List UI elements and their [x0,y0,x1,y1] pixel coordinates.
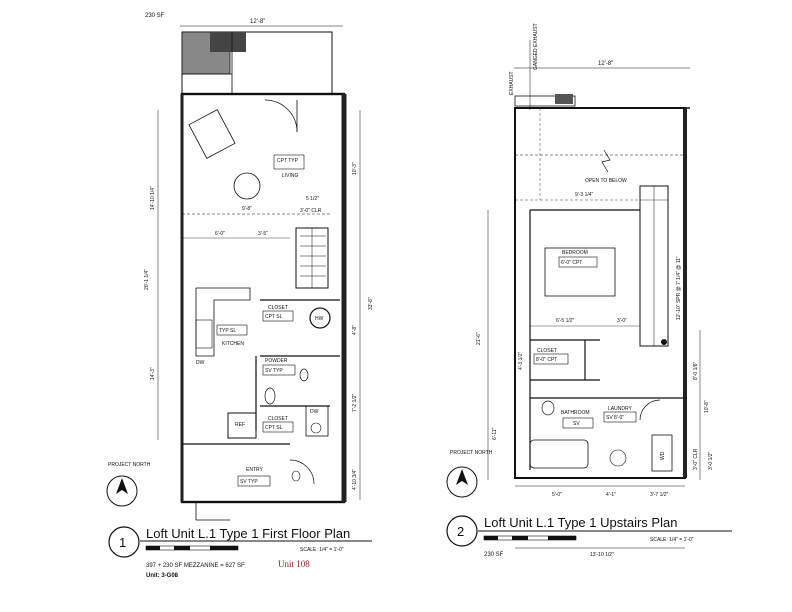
room-bathroom: BATHROOM [561,410,590,416]
note-ganged-exhaust: GANGED EXHAUST [533,23,539,70]
dim-l1: 21'-6" [476,332,482,345]
dim-r2-2: 10'-8" [704,400,710,413]
room-kitchen: KITCHEN [222,341,244,347]
first-floor-plan: 230 SF 12'-8" LIVING CPT TYP 9'-8" 5 1/2… [106,13,374,521]
dim-b1: 5'-0" [552,492,562,498]
plan2-title: Loft Unit L.1 Type 1 Upstairs Plan [484,515,677,530]
dim-h3: 3'-0" CLR [300,208,322,214]
dim-r4: 7'-2 1/2" [352,393,358,412]
dim-r1: 10'-3" [352,162,358,175]
dim-b2: 4'-1" [606,492,616,498]
plan2-number-circle [446,515,478,547]
dim-h1: 9'-8" [242,206,252,212]
dw-label: DW [196,360,205,366]
room-closet-2: CLOSET [537,348,557,354]
note-open-to-below: OPEN TO BELOW [585,178,627,184]
plan1-unit-code: Unit: 3-G08 [146,573,179,579]
plan1-north-label: PROJECT NORTH [108,462,151,468]
bathtub [529,439,589,469]
upstairs-plan: GANGED EXHAUST EXHAUST 12'-8" OPEN TO BE… [446,23,714,498]
dim-b4: 13'-10 1/2" [590,552,614,558]
bedroom-tag: 6'-0" CPT [561,260,582,266]
plan1-number-circle [108,526,140,558]
room-bedroom: BEDROOM [562,250,588,256]
dim-l2: 4'-3 1/2" [518,351,524,370]
laundry-tag: SV 8'-0" [606,415,624,421]
living-table [233,172,261,200]
powder-tag: SV TYP [265,368,283,374]
dim-h5: 3'-5" [258,231,268,237]
plan1-title-block: 1 Loft Unit L.1 Type 1 First Floor Plan … [108,526,372,579]
wd-label: WD [660,451,666,460]
dim-w1: 9'-3 1/4" [575,192,594,198]
bed [544,247,616,297]
dim-r1-2: 8'-0 1/8" [693,361,699,380]
plan1-dim-top: 12'-8" [250,19,265,25]
entry-tag: SV TYP [240,479,258,485]
note-stair: 12'-10" SPR @ 7' 1/4" @ 11" [676,256,682,320]
dim-d1: 14'-10 1/4" [150,186,156,210]
plan2-number: 2 [457,524,464,539]
dim-d3: 14'-3" [150,367,156,380]
room-closet-lower: CLOSET [268,416,288,422]
dim-w2: 6'-5 1/2" [556,318,575,324]
plan1-scale: SCALE: 1/4" = 1'-0" [300,547,344,553]
dim-r3-2: 3'-0 1/2" [708,451,714,470]
north-arrow-icon-2 [446,466,478,498]
plan1-unit-label: Unit 108 [278,559,310,569]
washer-dryer [651,434,673,472]
closet-lower-tag: CPT SL [265,425,283,431]
hw-label: HW [315,316,324,322]
bathroom-tag: SV [573,421,580,427]
plan2-area-label: 230 SF [484,552,504,558]
dim-l3: 6'-11" [492,427,498,440]
plan1-area-summary: 397 + 230 SF MEZZANINE = 627 SF [146,563,245,569]
dw2-label: DW [310,409,319,415]
plan1-area-label: 230 SF [145,13,165,19]
plan1-outer-wall [180,92,346,504]
room-entry: ENTRY [246,467,264,473]
ref-label: REF [235,422,245,428]
dim-b3: 3'-7 1/2" [650,492,669,498]
plan1-title: Loft Unit L.1 Type 1 First Floor Plan [146,526,350,541]
dim-r2: 33'-8" [368,297,374,310]
plan2-title-block: 2 Loft Unit L.1 Type 1 Upstairs Plan SCA… [446,515,732,558]
refrigerator [227,412,257,439]
room-laundry: LAUNDRY [608,406,632,412]
room-living: LIVING [282,173,299,179]
closet-tag-2: 8'-0" CPT [536,357,557,363]
room-closet-upper: CLOSET [268,305,288,311]
dim-w3: 3'-0" [617,318,627,324]
dim-r3: 4'-8" [352,325,358,335]
plan2-scale: SCALE: 1/4" = 1'-0" [650,537,694,543]
dim-r5: 4'-10 3/4" [352,469,358,490]
north-arrow-icon [106,475,138,507]
living-tag: CPT TYP [277,158,299,164]
plan1-number: 1 [119,535,126,550]
kitchen-tag: TYP SL [219,328,236,334]
plan2-outer-wall [514,107,686,479]
plan2-north-label: PROJECT NORTH [450,450,493,456]
closet-upper-tag: CPT SL [265,314,283,320]
room-powder: POWDER [265,358,288,364]
note-clr: 3'-0" CLR [693,448,699,470]
dim-h4: 6'-0" [215,231,225,237]
note-exhaust: EXHAUST [509,71,515,95]
plan2-dim-top: 12'-8" [598,61,613,67]
dim-h2: 5 1/2" [306,196,319,202]
dim-d2: 20'-1 1/4" [144,269,150,290]
